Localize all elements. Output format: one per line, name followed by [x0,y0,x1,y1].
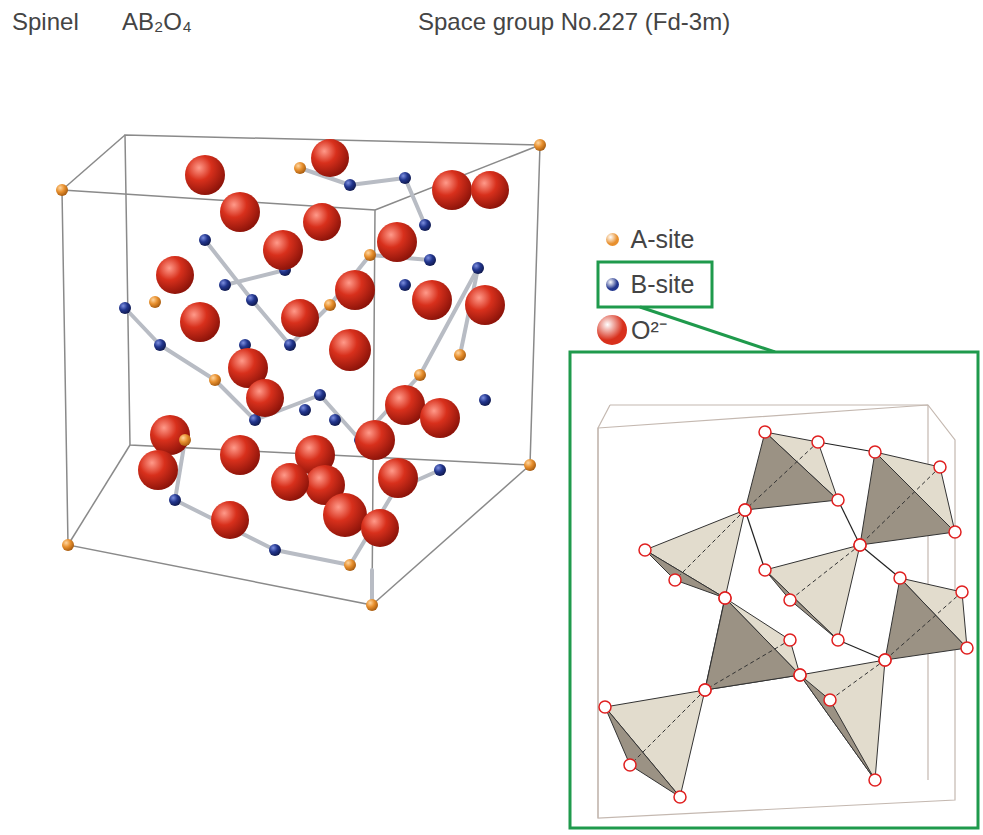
vertex-site [949,526,961,538]
unit-cell-frame [62,135,540,605]
vertex-site [869,774,881,786]
space-group-label: Space group No.227 (Fd-3m) [418,8,730,36]
legend-swatch [597,315,627,345]
hidden-edge [885,592,962,660]
tetrahedron-face [800,675,875,780]
vertex-site [869,446,881,458]
title-label: AB₂O₄ [122,8,192,36]
legend-text: B-site [631,270,695,299]
legend-text: A-site [631,225,695,254]
b-site-atoms [119,172,491,556]
vertex-site [832,494,844,506]
tetrahedron-face [605,707,680,797]
vertex-site [934,461,946,473]
vertex-site [719,592,731,604]
tetrahedron-face [645,550,725,598]
vertex-site [879,654,891,666]
tetrahedron-face [765,570,838,640]
inset-frame [570,352,978,828]
a-site-atoms [56,139,546,611]
legend-row: A-site [606,225,695,254]
vertex-site [956,586,968,598]
tetrahedron-face [745,432,838,510]
hidden-edge [790,545,860,600]
vertex-site [784,594,796,606]
legend-swatch [606,278,619,291]
tetrahedron-face [860,452,955,545]
vertex-site [739,504,751,516]
legend-row: O²⁻ [597,315,667,345]
legend-row: B-site [606,270,695,299]
vertex-site [794,669,806,681]
vertex-site [812,436,824,448]
vertex-site [832,634,844,646]
hidden-edge [860,467,940,545]
vertex-site [699,684,711,696]
hidden-edge [745,442,818,510]
legend-text: O²⁻ [631,316,667,345]
tetrahedron-face [885,578,967,660]
oxygen-atoms [138,139,509,547]
vertex-site [824,694,836,706]
vertex-site [699,684,711,696]
highlight-box [598,262,712,307]
tetrahedron-face [765,545,860,640]
vertex-site [784,634,796,646]
tetrahedron-face [705,598,800,690]
vertex-site [759,426,771,438]
vertex-site [669,574,681,586]
vertex-site [639,544,651,556]
tetrahedron-face [800,660,885,780]
vertex-site [961,642,973,654]
vertex-site [854,539,866,551]
vertex-site [599,701,611,713]
vertex-site [674,791,686,803]
vertex-site [794,669,806,681]
vertex-site [719,592,731,604]
vertex-site [739,504,751,516]
bond-lines [125,168,478,605]
vertex-site [759,564,771,576]
legend-swatch [606,233,619,246]
hidden-edge [705,640,790,690]
title-label: Spinel [12,8,79,36]
vertex-site [624,759,636,771]
pyrochlore-lattice [598,405,973,818]
vertex-site [879,654,891,666]
hidden-edge [675,510,745,580]
vertex-site [894,572,906,584]
tetrahedron-face [605,690,705,797]
tetrahedron-face [645,510,745,598]
vertex-site [854,539,866,551]
hidden-edge [630,690,705,765]
hidden-edge [830,660,885,700]
